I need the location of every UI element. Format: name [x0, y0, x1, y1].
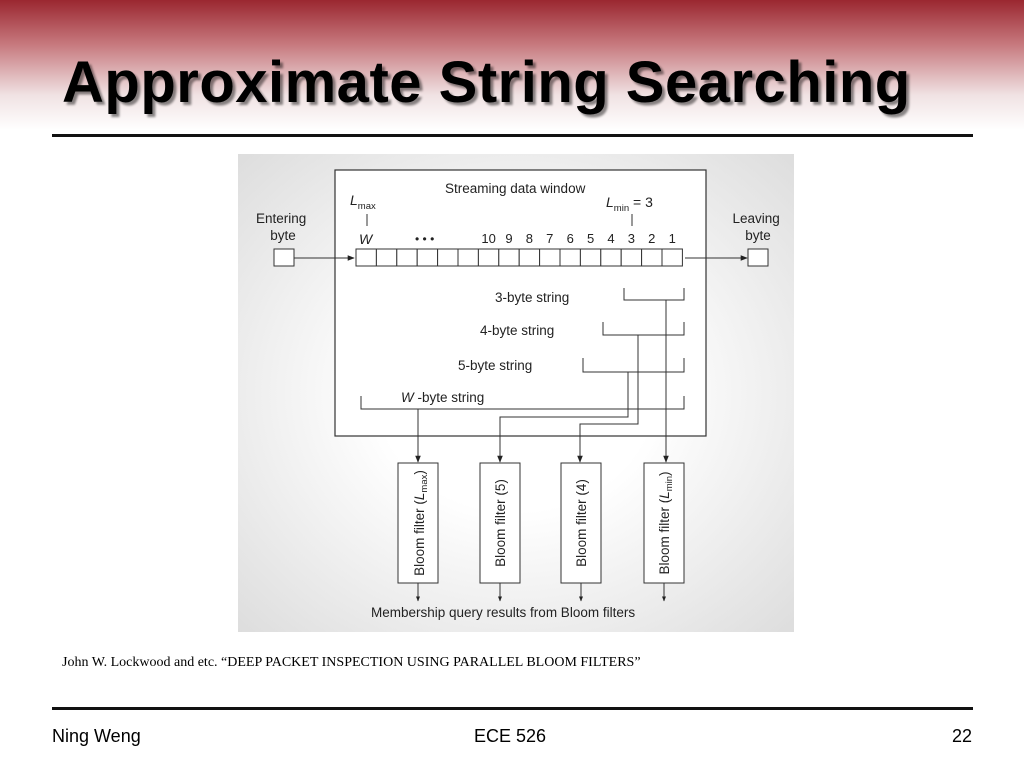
window-title: Streaming data window: [445, 181, 586, 196]
byte-position-number: 5: [587, 231, 594, 246]
w-label: W: [359, 231, 374, 247]
string-w-italic: W: [401, 390, 415, 405]
entering-line-1: Entering: [256, 211, 306, 226]
bloom-lmin-close: ): [657, 471, 672, 476]
string-4-bracket: [602, 322, 685, 336]
lmin-suffix: = 3: [629, 194, 653, 210]
byte-cell: [620, 248, 643, 267]
lmin-base: L: [606, 194, 614, 210]
byte-cell: [355, 248, 377, 267]
ellipsis: • • •: [415, 232, 434, 246]
bloom-lmin-text: Bloom filter (: [657, 498, 672, 574]
string-3-bracket: [623, 288, 685, 301]
byte-cell: [661, 248, 683, 267]
bloom-lmax-sub: max: [419, 474, 430, 492]
byte-cell: [437, 248, 459, 267]
streaming-window-frame: [334, 169, 707, 437]
lmin-sub: min: [614, 203, 629, 214]
byte-cell: [641, 248, 663, 267]
citation: John W. Lockwood and etc. “DEEP PACKET I…: [62, 655, 641, 670]
bloom-lmax-close: ): [412, 470, 427, 475]
byte-position-number: 10: [481, 231, 495, 246]
byte-position-number: 4: [607, 231, 614, 246]
bloom-filter-lmin-box: [643, 462, 685, 584]
leaving-line-1: Leaving: [732, 211, 779, 226]
bloom-lmax-text: Bloom filter (: [412, 500, 427, 576]
footer-course: ECE 526: [474, 726, 547, 746]
string-3-label: 3-byte string: [495, 290, 569, 305]
lmax-label: Lmax: [350, 192, 376, 212]
string-w-label: W -byte string: [401, 390, 484, 405]
lmin-label: Lmin = 3: [606, 194, 653, 214]
byte-cell: [579, 248, 602, 267]
byte-cell: [457, 248, 479, 267]
wire-5-byte: [497, 372, 629, 463]
bloom-filter-lmax-label: Bloom filter (Lmax): [412, 470, 430, 576]
byte-position-number: 7: [546, 231, 553, 246]
byte-position-number: 8: [526, 231, 533, 246]
byte-position-number: 3: [628, 231, 635, 246]
bloom-filter-diagram: Streaming data window Lmax W • • • Lmin …: [256, 169, 783, 620]
footer-divider: [52, 707, 973, 710]
results-label: Membership query results from Bloom filt…: [371, 605, 635, 620]
string-w-rest: -byte string: [414, 390, 485, 405]
lmax-base: L: [350, 192, 358, 208]
title-divider: [52, 134, 973, 137]
leaving-byte-box: [747, 248, 769, 267]
bloom-lmax-base: L: [412, 493, 427, 501]
lmax-sub: max: [358, 201, 376, 212]
byte-cell: [498, 248, 520, 267]
byte-cell: [518, 248, 541, 267]
entering-line-2: byte: [270, 228, 296, 243]
slide-header-band: [0, 0, 1024, 135]
bloom-filter-lmin-label: Bloom filter (Lmin): [657, 471, 675, 574]
entering-byte-label: Entering byte: [256, 211, 310, 243]
byte-cell: [416, 248, 439, 267]
byte-cell: [600, 248, 622, 267]
byte-position-number: 6: [567, 231, 574, 246]
slide-title: Approximate String Searching: [62, 50, 911, 115]
bloom-filter-4-box: [560, 462, 602, 584]
wire-4-byte: [577, 335, 639, 463]
bloom-filter-5-label: Bloom filter (5): [493, 479, 508, 567]
diagram-panel: Streaming data window Lmax W • • • Lmin …: [238, 154, 794, 632]
bloom-lmin-base: L: [657, 491, 672, 499]
byte-cell: [375, 248, 398, 267]
string-5-bracket: [582, 358, 685, 373]
string-4-label: 4-byte string: [480, 323, 554, 338]
byte-register: [355, 248, 683, 267]
footer-page-number: 22: [951, 726, 972, 746]
string-5-label: 5-byte string: [458, 358, 532, 373]
bloom-filter-lmax-box: [397, 462, 439, 584]
bloom-filter-5-box: [479, 462, 521, 584]
entering-byte-box: [273, 248, 295, 267]
byte-cell: [396, 248, 418, 267]
leaving-line-2: byte: [745, 228, 771, 243]
byte-position-number: 1: [669, 231, 676, 246]
byte-cell: [539, 248, 561, 267]
bloom-lmin-sub: min: [664, 476, 675, 491]
leaving-byte-label: Leaving byte: [732, 211, 783, 243]
byte-cell: [477, 248, 500, 267]
footer-author: Ning Weng: [52, 726, 141, 746]
byte-position-number: 2: [648, 231, 655, 246]
byte-position-number: 9: [505, 231, 512, 246]
byte-cell: [559, 248, 581, 267]
bloom-filter-4-label: Bloom filter (4): [574, 479, 589, 567]
string-w-bracket: [360, 396, 685, 410]
